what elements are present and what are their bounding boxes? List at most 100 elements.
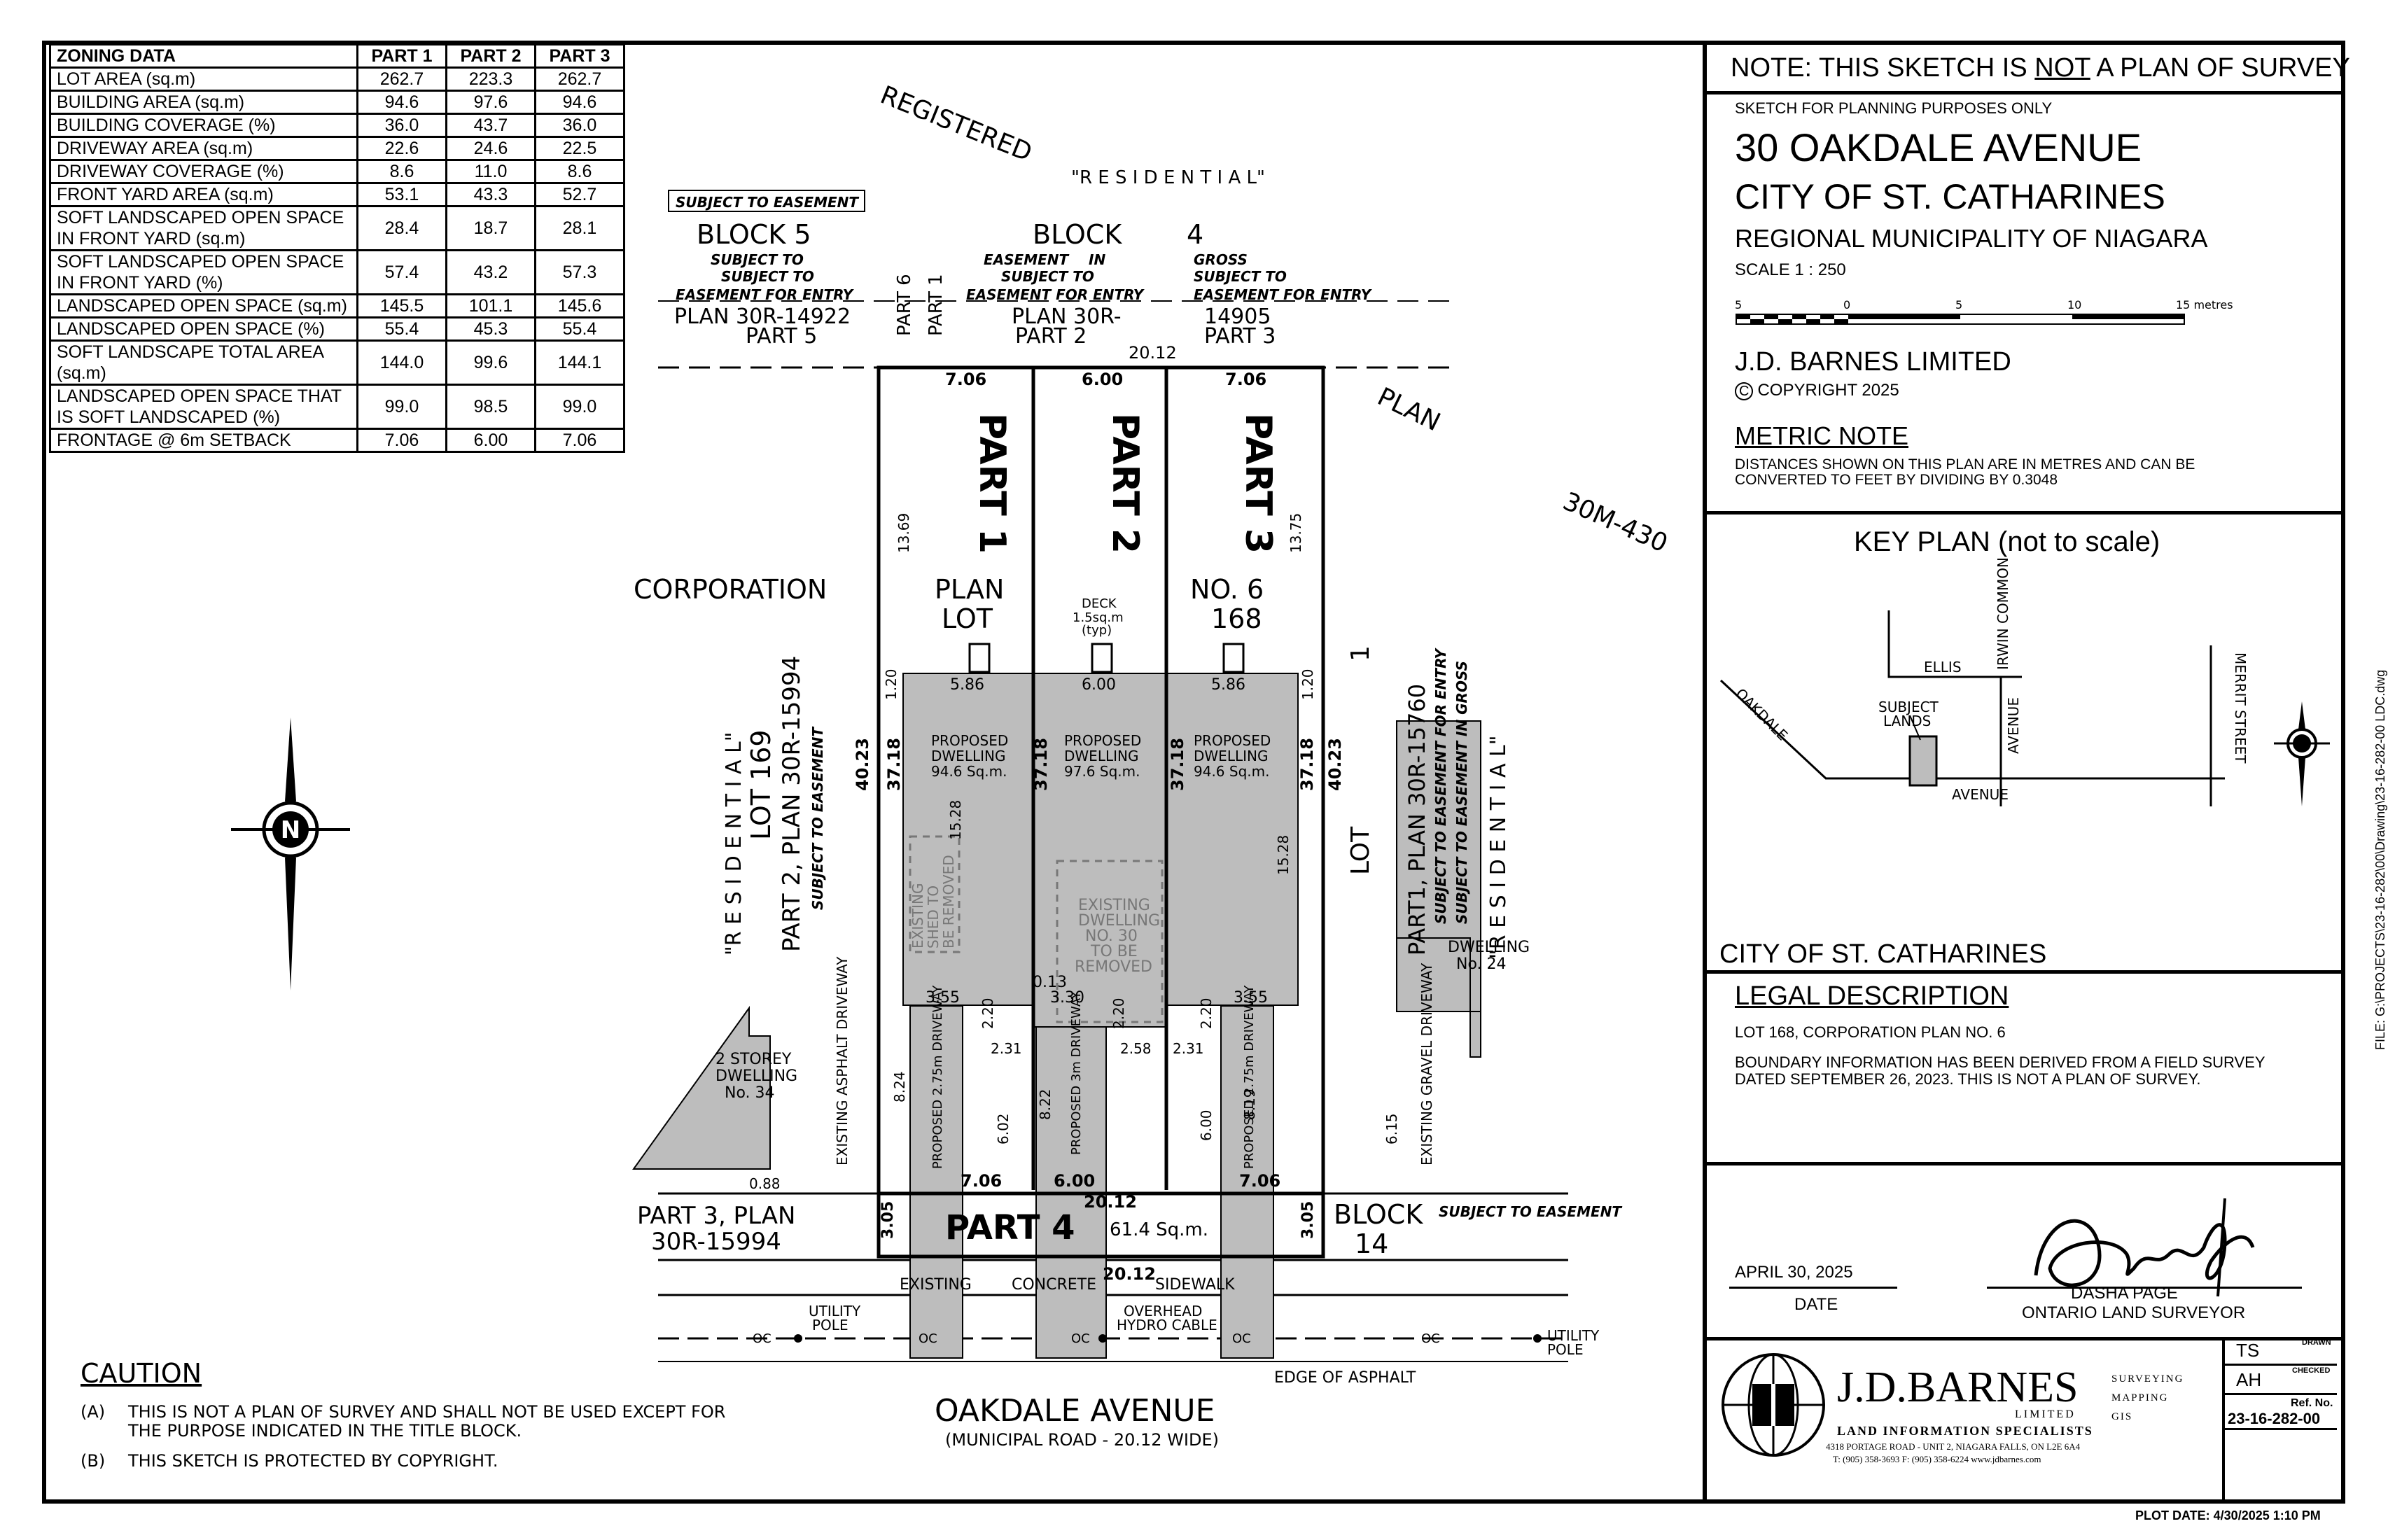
oc-label: OC <box>1071 1331 1090 1346</box>
sidewalk-text: SIDEWALK <box>1155 1276 1235 1294</box>
utility-pole-text: POLE <box>1547 1341 1584 1358</box>
survey-note: NOTE: THIS SKETCH IS NOT A PLAN OF SURVE… <box>1731 53 2350 83</box>
zoning-cell: 101.1 <box>445 293 536 318</box>
proposed-dwelling-text: 94.6 Sq.m. <box>931 763 1007 780</box>
zoning-cell: 11.0 <box>445 159 536 184</box>
lot169-label: LOT 169 <box>746 729 776 840</box>
caution-a-line: THIS IS NOT A PLAN OF SURVEY AND SHALL N… <box>127 1402 725 1422</box>
proposed-dwelling-part2 <box>1033 673 1167 1028</box>
proposed-dwelling-part1 <box>902 673 1034 1006</box>
sign-date: APRIL 30, 2025 <box>1735 1263 1853 1282</box>
zoning-cell: 99.0 <box>356 384 447 430</box>
dim-8-19: 8.19 <box>1241 1088 1258 1120</box>
dim-3-05: 3.05 <box>879 1201 897 1239</box>
zoning-row-label: SOFT LANDSCAPED OPEN SPACE IN FRONT YARD… <box>49 249 358 295</box>
dim-p3-front: 7.06 <box>1225 370 1266 389</box>
surveyor-name: DASHA PAGE <box>2071 1284 2178 1303</box>
existing-dwelling-text: EXISTING <box>1078 897 1150 914</box>
drawing-sheet <box>42 41 2345 1504</box>
dim-15-28: 15.28 <box>1275 835 1292 875</box>
zoning-row-label: DRIVEWAY COVERAGE (%) <box>49 159 358 184</box>
plot-date: PLOT DATE: 4/30/2025 1:10 PM <box>2135 1508 2321 1522</box>
zoning-cell: 99.0 <box>534 384 625 430</box>
plan-label: PLAN <box>1373 382 1445 437</box>
dim-8-22: 8.22 <box>1037 1088 1054 1120</box>
note-text: NOTE: THIS SKETCH IS <box>1731 53 2035 83</box>
easement-text: IN <box>1089 251 1105 268</box>
deck-part2 <box>1091 643 1113 673</box>
part1-label: PART 1 <box>971 413 1013 554</box>
block14-label: BLOCK <box>1334 1199 1423 1230</box>
easement-text: EASEMENT FOR ENTRY <box>676 286 855 303</box>
proposed-dwelling-part3 <box>1166 673 1299 1006</box>
scale-label: SCALE 1 : 250 <box>1735 260 1846 279</box>
zoning-cell: 57.4 <box>356 249 447 295</box>
logo-tagline: LAND INFORMATION SPECIALISTS <box>1837 1424 2093 1438</box>
deck-label: (typ) <box>1082 623 1112 638</box>
dim-20-12: 20.12 <box>1103 1264 1156 1284</box>
copyright-text: COPYRIGHT 2025 <box>1757 381 1899 400</box>
deck-label: 1.5sq.m <box>1073 610 1124 625</box>
utility-pole-icon <box>794 1334 802 1343</box>
zoning-cell: 28.4 <box>356 205 447 251</box>
dim-0-13: 0.13 <box>1033 974 1067 991</box>
logo-contact: T: (905) 358-3693 F: (905) 358-6224 www.… <box>1833 1454 2041 1464</box>
scale-tick: 0 <box>1843 298 1850 312</box>
proposed-dwelling-text: 94.6 Sq.m. <box>1194 763 1269 780</box>
copyright-icon: C <box>1735 382 1754 400</box>
checked-by-label: CHECKED <box>2292 1366 2331 1375</box>
zoning-cell: 97.6 <box>445 90 536 115</box>
driveway-apron-3 <box>1220 1193 1274 1359</box>
subject-lot-outline <box>877 365 1325 1259</box>
proposed-dwelling-text: PROPOSED <box>1194 732 1271 749</box>
zoning-cell: 98.5 <box>445 384 536 430</box>
existing-dwelling-text: TO BE <box>1090 943 1138 960</box>
dwelling34-text: No. 34 <box>725 1084 775 1102</box>
driveway-label: PROPOSED 2.75m DRIVEWAY <box>1242 985 1257 1169</box>
easement-text: EASEMENT FOR ENTRY <box>1194 286 1373 303</box>
existing-asphalt-driveway: EXISTING ASPHALT DRIVEWAY <box>834 956 851 1166</box>
easement-text: SUBJECT TO <box>1001 268 1094 285</box>
easement-entry-label: SUBJECT TO EASEMENT FOR ENTRY <box>1432 647 1449 924</box>
dim-p1-front: 7.06 <box>945 370 986 389</box>
block4-number: 4 <box>1187 219 1203 250</box>
zoning-cell: 7.06 <box>356 428 447 453</box>
logo-address: 4318 PORTAGE ROAD - UNIT 2, NIAGARA FALL… <box>1826 1441 2081 1452</box>
proposed-dwelling-text: DWELLING <box>1064 748 1138 764</box>
scale-tick: 10 <box>2067 298 2081 312</box>
part6-label: PART 6 <box>894 274 915 336</box>
existing-gravel-driveway: EXISTING GRAVEL DRIVEWAY <box>1418 962 1435 1166</box>
dim-top-total: 20.12 <box>1129 343 1177 363</box>
dim-15-28: 15.28 <box>947 800 964 840</box>
dim-6-00: 6.00 <box>1198 1110 1215 1141</box>
dim-2-31: 2.31 <box>991 1040 1022 1057</box>
zoning-header-row: ZONING DATA PART 1 PART 2 PART 3 <box>49 43 625 69</box>
surveyor-title: ONTARIO LAND SURVEYOR <box>2022 1303 2246 1322</box>
ref-number: 23-16-282-00 <box>2228 1410 2321 1427</box>
utility-pole-text: POLE <box>812 1317 849 1334</box>
driveway-apron-1 <box>909 1193 963 1359</box>
logo-limited: LIMITED <box>2015 1408 2076 1420</box>
checked-by-value: AH <box>2236 1369 2262 1390</box>
zoning-cell: 53.1 <box>356 182 447 207</box>
zoning-cell: 55.4 <box>534 316 625 342</box>
north-arrow-icon <box>2274 701 2330 806</box>
utility-pole-text: UTILITY <box>1547 1327 1600 1344</box>
sign-date-label: DATE <box>1794 1295 1838 1314</box>
dim-5-86: 5.86 <box>950 676 984 694</box>
kp-street-label: OAKDALE <box>1732 685 1791 744</box>
zoning-cell: 94.6 <box>534 90 625 115</box>
svg-text:N: N <box>281 816 300 844</box>
existing-dwelling-text: REMOVED <box>1075 958 1152 976</box>
zoning-row-label: LANDSCAPED OPEN SPACE (sq.m) <box>49 293 358 318</box>
driveway-label: PROPOSED 2.75m DRIVEWAY <box>930 985 945 1169</box>
kp-subject-label: LANDS <box>1883 713 1931 729</box>
caution-b-line: THIS SKETCH IS PROTECTED BY COPYRIGHT. <box>127 1451 498 1471</box>
dim-5-86: 5.86 <box>1211 676 1245 694</box>
zoning-row-label: LANDSCAPED OPEN SPACE THAT IS SOFT LANDS… <box>49 384 358 430</box>
dim-3-30: 3.30 <box>1050 989 1084 1007</box>
zoning-header: PART 2 <box>445 43 536 69</box>
